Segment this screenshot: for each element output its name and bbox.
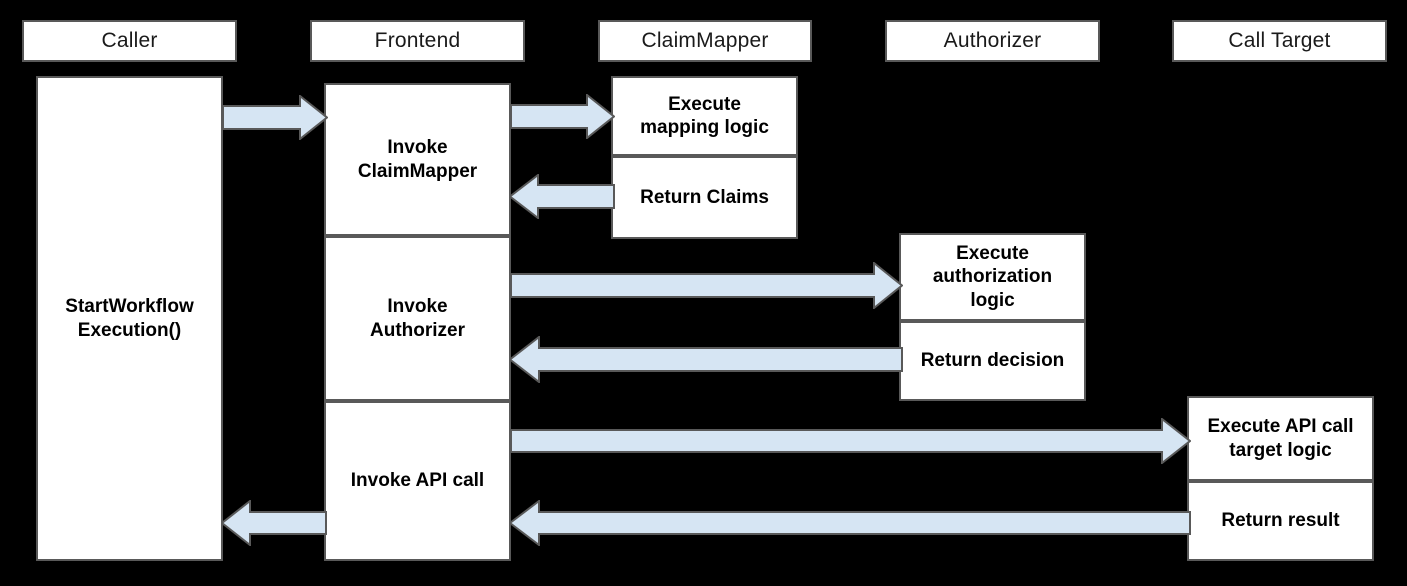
activation-return-result-line1: Return result bbox=[1221, 510, 1340, 532]
activation-start-workflow-line2: Execution() bbox=[77, 319, 182, 341]
message-arrow-calltarget-to-frontend[interactable] bbox=[509, 500, 1191, 546]
activation-invoke-authorizer-line1: Invoke bbox=[387, 296, 448, 318]
lifeline-header-caller[interactable]: Caller bbox=[22, 20, 237, 62]
activation-invoke-authorizer-line2: Authorizer bbox=[370, 319, 465, 341]
activation-invoke-api-call[interactable]: Invoke API call bbox=[324, 401, 511, 561]
message-arrow-frontend-to-calltarget[interactable] bbox=[510, 418, 1191, 464]
activation-return-decision[interactable]: Return decision bbox=[899, 321, 1086, 401]
activation-invoke-authorizer[interactable]: Invoke Authorizer bbox=[324, 236, 511, 401]
activation-execute-api-call-target-logic[interactable]: Execute API call target logic bbox=[1187, 396, 1374, 481]
activation-execute-authorization-logic[interactable]: Execute authorization logic bbox=[899, 233, 1086, 321]
activation-start-workflow[interactable]: StartWorkflow Execution() bbox=[36, 76, 223, 561]
activation-execute-mapping-logic-line1: Execute bbox=[668, 93, 741, 115]
lifeline-label-claimmapper: ClaimMapper bbox=[641, 29, 769, 52]
message-arrow-frontend-to-authorizer[interactable] bbox=[510, 262, 903, 309]
lifeline-header-authorizer[interactable]: Authorizer bbox=[885, 20, 1100, 62]
lifeline-header-claimmapper[interactable]: ClaimMapper bbox=[598, 20, 812, 62]
activation-invoke-api-call-line1: Invoke API call bbox=[350, 470, 485, 492]
activation-execute-authorization-logic-line2: authorization bbox=[932, 266, 1053, 288]
message-arrow-authorizer-to-frontend[interactable] bbox=[509, 336, 903, 383]
message-arrow-claimmapper-to-frontend[interactable] bbox=[509, 174, 615, 219]
activation-execute-mapping-logic[interactable]: Execute mapping logic bbox=[611, 76, 798, 156]
activation-invoke-claimmapper-line1: Invoke bbox=[387, 137, 448, 159]
activation-start-workflow-line1: StartWorkflow bbox=[65, 296, 194, 318]
activation-invoke-claimmapper-line2: ClaimMapper bbox=[357, 160, 478, 182]
lifeline-label-caller: Caller bbox=[101, 29, 158, 52]
activation-execute-api-call-target-logic-line2: target logic bbox=[1229, 439, 1332, 461]
activation-execute-mapping-logic-line2: mapping logic bbox=[640, 117, 769, 138]
lifeline-label-frontend: Frontend bbox=[374, 29, 461, 52]
activation-execute-authorization-logic-line1: Execute bbox=[956, 243, 1029, 265]
activation-execute-api-call-target-logic-line1: Execute API call bbox=[1207, 416, 1354, 438]
message-arrow-frontend-to-caller[interactable] bbox=[221, 500, 327, 546]
activation-invoke-claimmapper[interactable]: Invoke ClaimMapper bbox=[324, 83, 511, 236]
activation-return-decision-line1: Return decision bbox=[920, 350, 1065, 372]
lifeline-header-frontend[interactable]: Frontend bbox=[310, 20, 525, 62]
message-arrow-frontend-to-claimmapper[interactable] bbox=[510, 94, 615, 139]
activation-return-claims[interactable]: Return Claims bbox=[611, 156, 798, 239]
activation-return-result[interactable]: Return result bbox=[1187, 481, 1374, 561]
activation-execute-authorization-logic-line3: logic bbox=[970, 289, 1015, 311]
lifeline-header-calltarget[interactable]: Call Target bbox=[1172, 20, 1387, 62]
activation-return-claims-line1: Return Claims bbox=[640, 186, 769, 208]
message-arrow-caller-to-frontend[interactable] bbox=[222, 95, 328, 140]
lifeline-label-authorizer: Authorizer bbox=[943, 29, 1042, 52]
lifeline-label-calltarget: Call Target bbox=[1228, 29, 1331, 52]
